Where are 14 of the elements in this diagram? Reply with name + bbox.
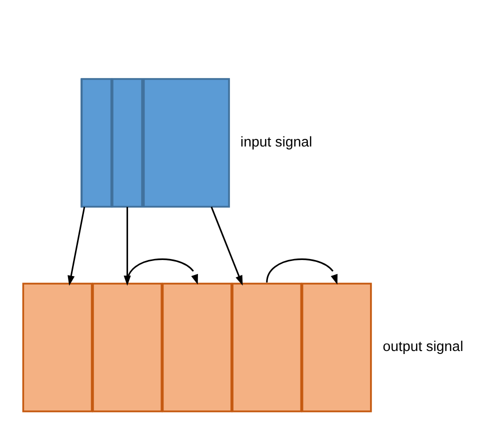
node-box — [231, 282, 302, 412]
node-box — [142, 78, 230, 208]
arrow — [67, 206, 85, 286]
node-box — [161, 282, 232, 412]
node-box — [80, 78, 112, 208]
arrow — [126, 258, 198, 284]
node-label: input signal — [240, 134, 312, 150]
node-label: output signal — [382, 338, 463, 355]
arrow — [266, 258, 338, 284]
node-box — [111, 78, 142, 208]
node-box — [92, 282, 162, 412]
node-box — [22, 282, 92, 412]
arrow — [210, 206, 242, 286]
node-box — [300, 282, 372, 412]
